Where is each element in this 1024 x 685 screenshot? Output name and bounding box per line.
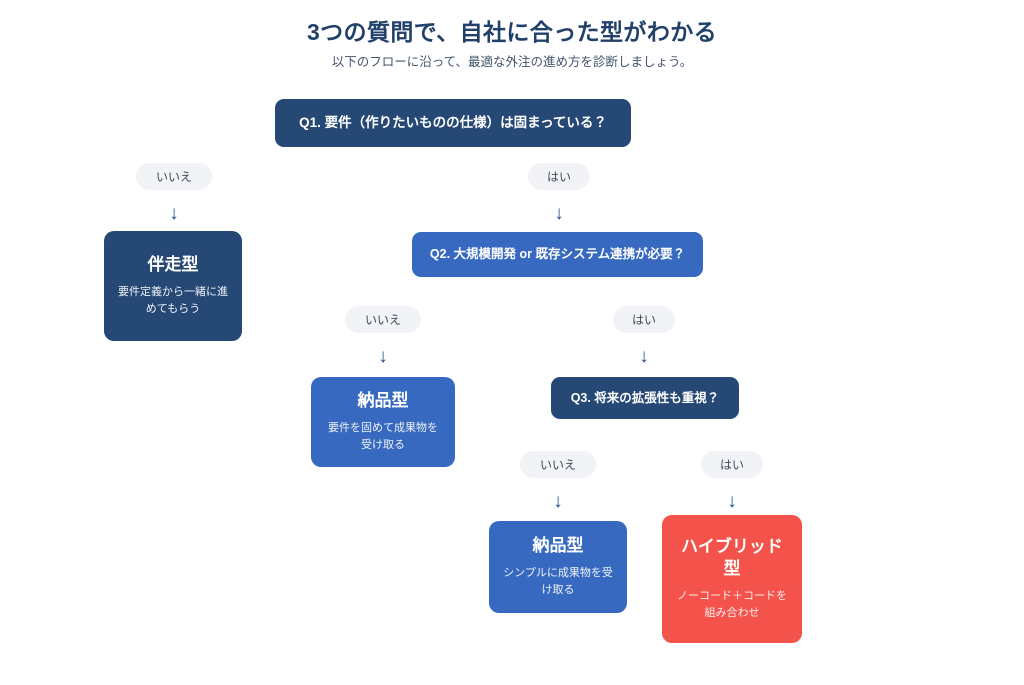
result-card-description: シンプルに成果物を受け取る	[503, 566, 613, 596]
result-card-title: ハイブリッド型	[681, 537, 783, 579]
page-title: 3つの質問で、自社に合った型がわかる	[306, 19, 718, 45]
result-card-nohin-requirements[interactable]: 納品型 要件を固めて成果物を受け取る	[311, 377, 455, 467]
branch-label-q2-no[interactable]: いいえ	[345, 306, 421, 333]
result-card-nohin-simple[interactable]: 納品型 シンプルに成果物を受け取る	[489, 521, 627, 613]
result-card-description: 要件定義から一緒に進めてもらう	[118, 285, 228, 315]
arrow-down-icon-q3-yes: ↓	[727, 490, 737, 512]
arrow-down-icon-q1-no: ↓	[169, 202, 179, 224]
question-box-q1[interactable]: Q1. 要件（作りたいものの仕様）は固まっている？	[275, 99, 631, 147]
page-subtitle: 以下のフローに沿って、最適な外注の進め方を診断しましょう。	[331, 55, 693, 69]
question-box-q3[interactable]: Q3. 将来の拡張性も重視？	[551, 377, 739, 419]
branch-label-q3-no[interactable]: いいえ	[520, 451, 596, 478]
result-card-description: ノーコード＋コードを組み合わせ	[677, 589, 787, 619]
arrow-down-icon-q2-no: ↓	[378, 345, 388, 367]
arrow-down-icon-q3-no: ↓	[553, 490, 563, 512]
result-card-banso[interactable]: 伴走型 要件定義から一緒に進めてもらう	[104, 231, 242, 341]
result-card-title: 納品型	[357, 391, 409, 411]
result-card-title: 納品型	[532, 536, 584, 556]
result-card-hybrid[interactable]: ハイブリッド型 ノーコード＋コードを組み合わせ	[662, 515, 802, 643]
result-card-description: 要件を固めて成果物を受け取る	[328, 421, 438, 451]
branch-label-q3-yes[interactable]: はい	[701, 451, 763, 478]
result-card-title: 伴走型	[147, 255, 199, 275]
question-box-q2[interactable]: Q2. 大規模開発 or 既存システム連携が必要？	[412, 232, 703, 277]
arrow-down-icon-q2-yes: ↓	[639, 345, 649, 367]
arrow-down-icon-q1-yes: ↓	[554, 202, 564, 224]
branch-label-q1-no[interactable]: いいえ	[136, 163, 212, 190]
branch-label-q1-yes[interactable]: はい	[528, 163, 590, 190]
branch-label-q2-yes[interactable]: はい	[613, 306, 675, 333]
